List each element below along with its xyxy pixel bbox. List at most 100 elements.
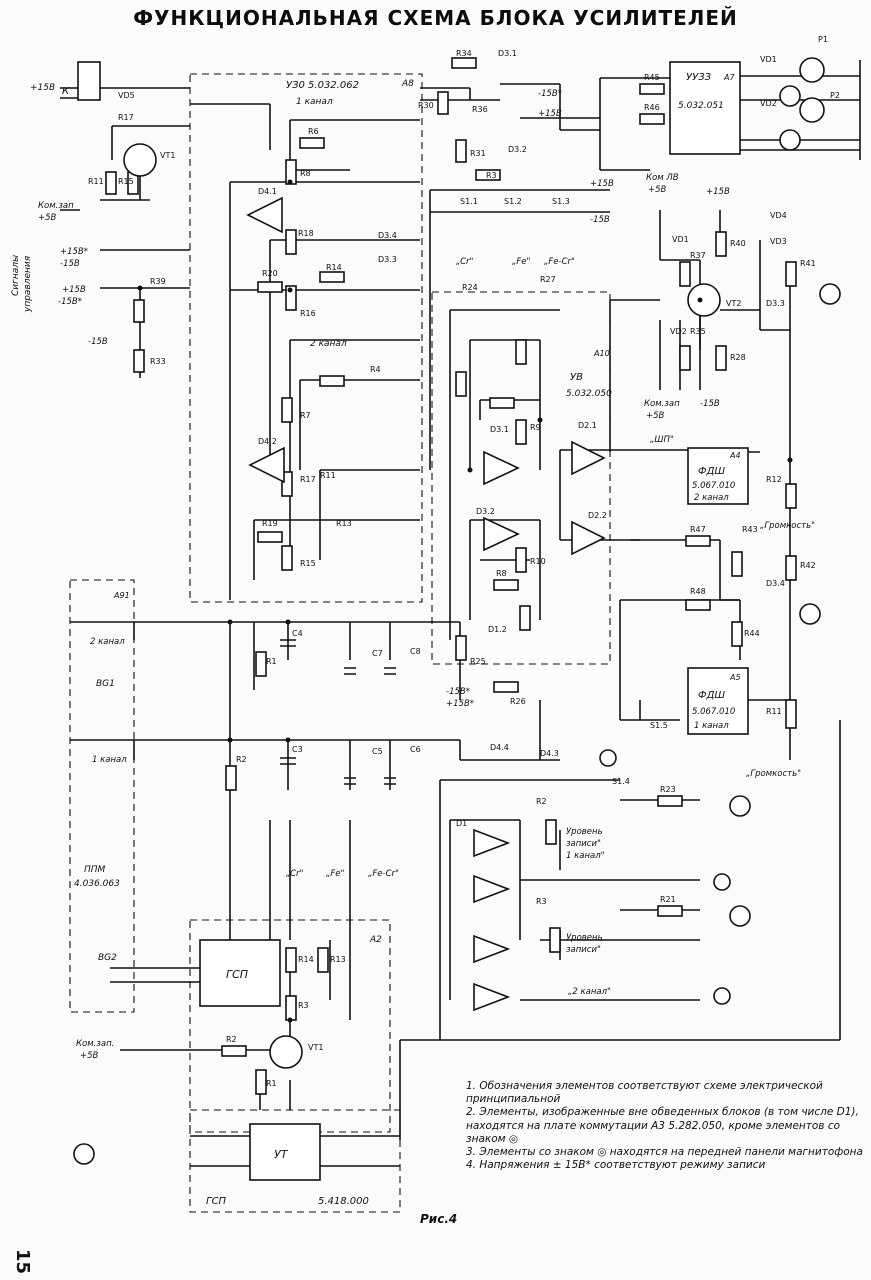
- notes: 1. Обозначения элементов соответствуют с…: [466, 1080, 866, 1172]
- r17-label: R17: [118, 113, 134, 122]
- kom-zap-bottom-v: +5В: [80, 1051, 99, 1061]
- fdsh-ch1-block: [687, 667, 749, 735]
- voltage-m15s-top: -15В*: [538, 89, 562, 99]
- d1-amp-3: [473, 934, 511, 964]
- r1-label: R1: [266, 657, 277, 666]
- uusz-tag: А7: [723, 73, 735, 82]
- uusz-block: [669, 61, 741, 155]
- r27-label: R27: [540, 275, 556, 284]
- c8-label: C8: [410, 647, 421, 656]
- s12-label: S1.2: [504, 197, 522, 206]
- bg-ch1-label: 1 канал: [92, 755, 127, 765]
- u30-label: УЗ0 5.032.062: [286, 80, 359, 91]
- fdsh2-code: 5.067.010: [692, 481, 735, 491]
- r45-label: R45: [644, 73, 660, 82]
- d32b-label: D3.2: [476, 507, 495, 516]
- r20-label: R20: [262, 269, 278, 278]
- r33-label: R33: [150, 357, 166, 366]
- gsp-bottom-label: ГСП: [206, 1196, 227, 1207]
- vd2s-label: VD2: [760, 99, 777, 108]
- r28-label: R28: [730, 353, 746, 362]
- r18-label: R18: [298, 229, 314, 238]
- note-1: 1. Обозначения элементов соответствуют с…: [466, 1080, 823, 1106]
- r36-label: R36: [472, 105, 488, 114]
- d42-amp: [248, 446, 285, 484]
- r7-label: R7: [300, 411, 311, 420]
- d31b-label: D3.1: [490, 425, 509, 434]
- r19-label: R19: [262, 519, 278, 528]
- rec-level-ch2-a: Уровень: [566, 933, 603, 943]
- r35-label: R35: [690, 327, 706, 336]
- voltage-p15-right: +15В: [706, 187, 730, 197]
- s13-label: S1.3: [552, 197, 570, 206]
- r47-label: R47: [690, 525, 706, 534]
- kom-lv: Ком ЛВ: [646, 173, 679, 183]
- d42-label: D4.2: [258, 437, 277, 446]
- kom-lv-v: +5В: [648, 185, 667, 195]
- fdsh1-label: ФДШ: [698, 690, 725, 701]
- voltage-p15-top: +15В: [538, 109, 562, 119]
- bg1-label: BG1: [96, 679, 115, 689]
- r3b-label: R3: [536, 897, 547, 906]
- vd4-label: VD4: [770, 211, 787, 220]
- signals-label-b: управления: [23, 255, 33, 313]
- d33-label: D3.3: [378, 255, 397, 264]
- fdsh1-ch: 1 канал: [694, 721, 729, 731]
- r15b-label: R15: [300, 559, 316, 568]
- d1-amp-2: [473, 874, 511, 904]
- r31-label: R31: [470, 149, 486, 158]
- r14g-label: R14: [298, 955, 314, 964]
- r41-label: R41: [800, 259, 816, 268]
- uusz-code: 5.032.051: [678, 101, 724, 111]
- u30-block-outline: [189, 73, 423, 603]
- r13g-label: R13: [330, 955, 346, 964]
- ppm-label: ППМ: [84, 865, 106, 875]
- r39-label: R39: [150, 277, 166, 286]
- shp-label: „ШП": [650, 435, 674, 445]
- note-3: 3. Элементы со знаком ◎ находятся на пер…: [466, 1146, 863, 1159]
- d1-amp-1: [473, 828, 511, 858]
- gsp-bottom-code: 5.418.000: [318, 1196, 369, 1207]
- d41-amp: [246, 196, 283, 234]
- ppm-block-outline: [69, 579, 135, 1013]
- r44-label: R44: [744, 629, 760, 638]
- voltage-m15-left: -15В: [60, 259, 80, 269]
- r11-label: R11: [88, 177, 104, 186]
- r9-label: R9: [530, 423, 541, 432]
- page-number: 15: [12, 1249, 33, 1275]
- r13-label: R13: [336, 519, 352, 528]
- d34b-label: D3.4: [766, 579, 785, 588]
- ut-block: [249, 1123, 321, 1181]
- voltage-m15-lower: -15В: [88, 337, 108, 347]
- jack-line-1: [713, 873, 731, 891]
- signals-label-a: Сигналы: [11, 255, 21, 296]
- r12-label: R12: [766, 475, 782, 484]
- s15-label: S1.5: [650, 721, 668, 730]
- r3g-label: R3: [298, 1001, 309, 1010]
- fdsh2-tag: А4: [729, 451, 741, 460]
- bg2-label: BG2: [98, 953, 117, 963]
- d32-label: D3.2: [508, 145, 527, 154]
- r1g-label: R1: [266, 1079, 277, 1088]
- tape-cr-top: „Cr": [456, 257, 474, 267]
- ut-label: УТ: [274, 1148, 289, 1161]
- volume-bottom-label: „Громкость": [746, 769, 801, 779]
- jack-s14: [599, 749, 617, 767]
- r2b-label: R2: [536, 797, 547, 806]
- vt2-transistor: [687, 283, 721, 317]
- s14-label: S1.4: [612, 777, 630, 786]
- meter-p2: [799, 97, 825, 123]
- d31-label: D3.1: [498, 49, 517, 58]
- figure-caption: Рис.4: [420, 1212, 458, 1226]
- d21-amp: [571, 440, 606, 476]
- d21-label: D2.1: [578, 421, 597, 430]
- r26-label: R26: [510, 697, 526, 706]
- r8-label: R8: [300, 169, 311, 178]
- voltage-p15-s13: +15В: [590, 179, 614, 189]
- component-shapes: [73, 57, 841, 1181]
- jack-output-mid: [799, 603, 821, 625]
- r21-label: R21: [660, 895, 676, 904]
- r24-label: R24: [462, 283, 478, 292]
- rec-ch2-label: „2 канал": [568, 987, 611, 997]
